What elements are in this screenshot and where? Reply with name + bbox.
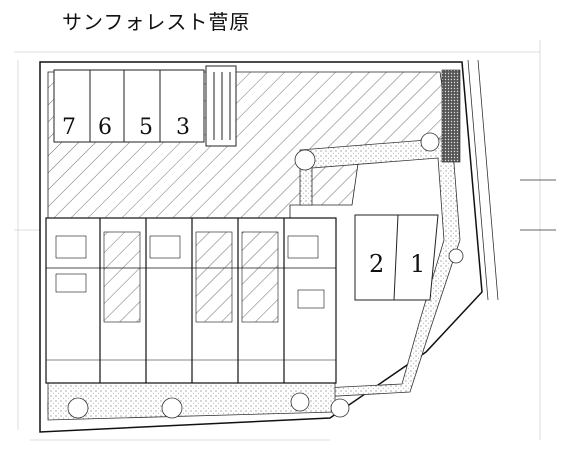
building-footprint (45, 217, 337, 384)
site-boundary (39, 61, 483, 433)
tree-symbols (67, 132, 464, 419)
parking-number-2: 2 (369, 250, 384, 278)
parking-area-top (53, 65, 237, 147)
road-edge (467, 59, 556, 301)
dimension-grid (14, 40, 541, 441)
parking-number-6: 6 (98, 115, 112, 140)
hedge-strip (441, 69, 461, 163)
parking-number-7: 7 (62, 115, 76, 140)
parking-number-5: 5 (139, 115, 153, 140)
parking-number-3: 3 (176, 115, 190, 140)
property-title: サンフォレスト菅原 (62, 10, 251, 34)
paved-walkway (47, 137, 461, 413)
parking-number-1: 1 (410, 250, 425, 278)
parking-area-right (354, 214, 439, 301)
